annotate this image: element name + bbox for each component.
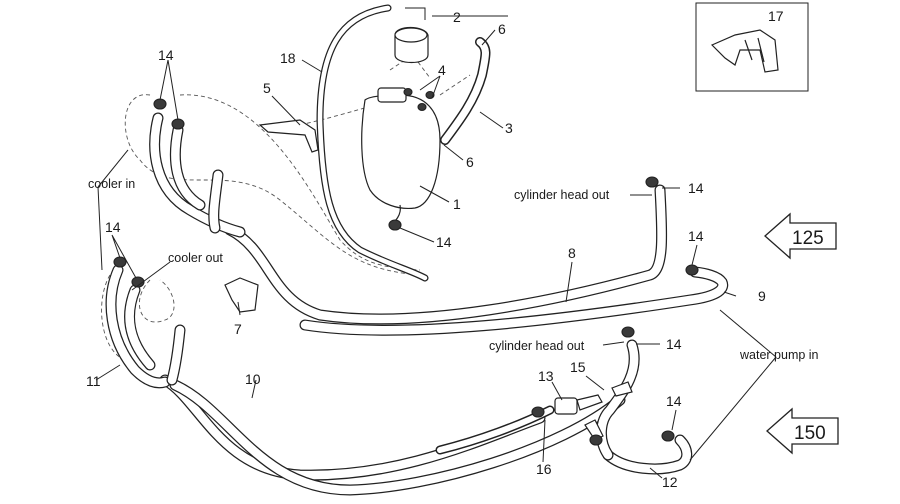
callout-14-mid-left: 14 — [105, 219, 121, 235]
callout-11: 11 — [86, 373, 101, 389]
callout-8: 8 — [568, 245, 576, 261]
label-cylinder-head-out-1: cylinder head out — [514, 188, 610, 202]
hose-11 — [105, 264, 186, 389]
hose-8 — [224, 184, 668, 325]
hose-10 — [159, 374, 626, 496]
label-water-pump-in: water pump in — [739, 348, 819, 362]
callout-6-top: 6 — [498, 21, 506, 37]
bracket-7 — [224, 277, 259, 313]
label-cooler-in: cooler in — [88, 177, 135, 191]
callout-2: 2 — [453, 9, 461, 25]
flow-labels: cooler in cooler out cylinder head out c… — [88, 177, 819, 362]
callout-12: 12 — [662, 474, 678, 490]
callout-14-top-left: 14 — [158, 47, 174, 63]
hose-3 — [440, 37, 491, 145]
part-17-box — [695, 2, 809, 92]
callout-14-tank: 14 — [436, 234, 452, 250]
arrow-125-label: 125 — [792, 228, 824, 249]
callout-6-bottom: 6 — [466, 154, 474, 170]
callout-15: 15 — [570, 359, 586, 375]
label-cooler-out: cooler out — [168, 251, 223, 265]
clamps — [113, 87, 699, 446]
callout-14-cyl-head-1: 14 — [688, 180, 704, 196]
expansion-tank — [361, 87, 441, 226]
callout-5: 5 — [263, 80, 271, 96]
arrow-150-label: 150 — [794, 423, 826, 444]
upper-y-hose — [149, 112, 246, 238]
callout-14-cyl-head-2: 14 — [666, 336, 682, 352]
arrow-125: 125 — [764, 212, 837, 260]
tank-cap — [394, 7, 429, 64]
leader-lines — [95, 15, 777, 479]
bracket-5 — [258, 119, 319, 153]
callout-18: 18 — [280, 50, 296, 66]
callout-14-hose-9: 14 — [688, 228, 704, 244]
callout-numbers: 1 2 3 4 5 6 6 7 8 9 10 11 12 13 14 14 14… — [86, 8, 784, 490]
callout-13: 13 — [538, 368, 554, 384]
callout-4: 4 — [438, 62, 446, 78]
callout-7: 7 — [234, 321, 242, 337]
hose-18 — [316, 4, 429, 282]
callout-9: 9 — [758, 288, 766, 304]
callout-1: 1 — [453, 196, 461, 212]
label-cylinder-head-out-2: cylinder head out — [489, 339, 585, 353]
hose-9 — [299, 266, 729, 336]
callout-16: 16 — [536, 461, 552, 477]
arrow-150: 150 — [766, 407, 839, 455]
fitting-15 — [611, 381, 633, 397]
callout-17: 17 — [768, 8, 784, 24]
callout-3: 3 — [505, 120, 513, 136]
callout-10: 10 — [245, 371, 261, 387]
callout-14-hose-12: 14 — [666, 393, 682, 409]
